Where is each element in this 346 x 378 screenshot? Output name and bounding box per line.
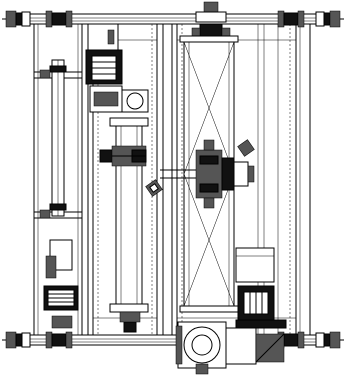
drive-shaft-left [39, 59, 67, 219]
corner-wheel-bottom-right [277, 331, 344, 349]
drive-motor-upper [85, 23, 123, 85]
corner-wheel-top-right-inner [277, 10, 305, 28]
drive-motor-right [235, 247, 275, 321]
top-center-bracket [191, 1, 231, 37]
corner-wheel-top-left-inner [45, 10, 73, 28]
corner-wheel-top-right [315, 10, 344, 28]
clamp-small [145, 179, 163, 197]
bearing-housing-left [99, 145, 147, 167]
corner-wheel-top-left [2, 10, 31, 28]
corner-wheel-bottom-left [2, 331, 73, 349]
drive-motor-lower [43, 239, 79, 329]
hub-assembly [160, 139, 255, 209]
lower-drive-unit [175, 319, 287, 375]
gearbox-upper [89, 85, 149, 113]
